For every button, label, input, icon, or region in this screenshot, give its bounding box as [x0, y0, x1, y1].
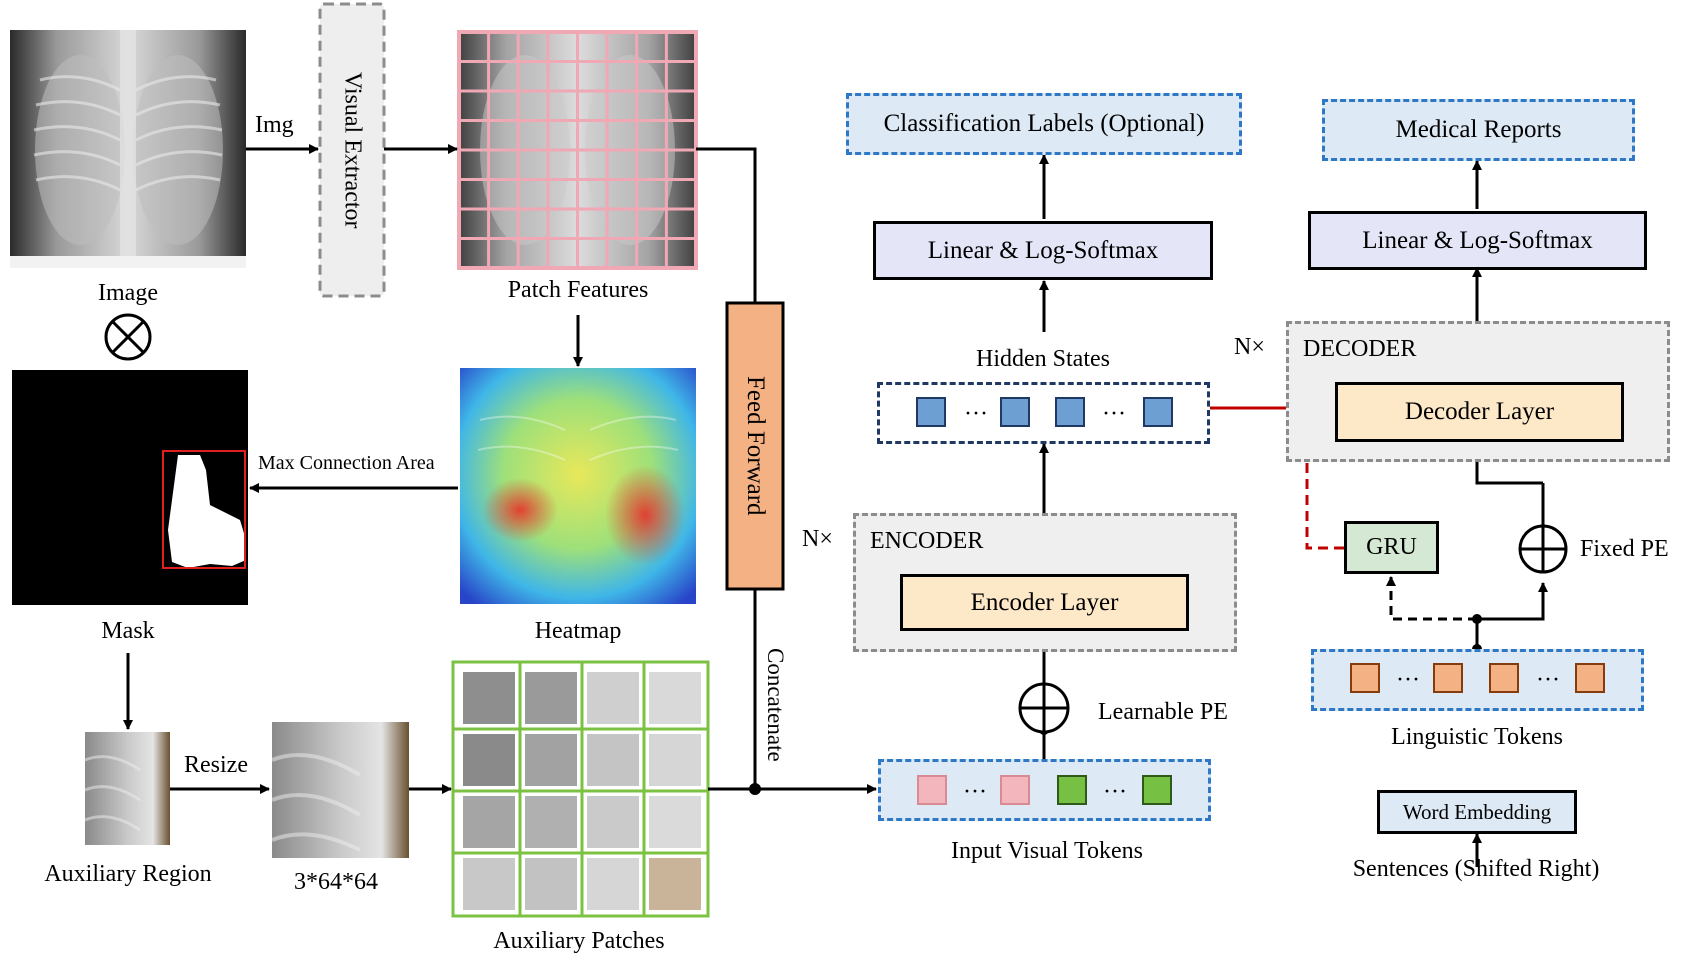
multiply-symbol — [104, 313, 152, 361]
feed-forward-box — [725, 301, 785, 591]
learnable-pe-symbol — [1018, 682, 1070, 734]
encoder-repeat-label: N× — [802, 526, 833, 552]
decoder-layer-box: Decoder Layer — [1335, 382, 1624, 442]
input-visual-tokens-label: Input Visual Tokens — [951, 838, 1143, 864]
ellipsis-glyph: ··· — [963, 779, 987, 805]
linguistic-tokens-row: ··· ··· — [1311, 649, 1644, 711]
linguistic-tokens-label: Linguistic Tokens — [1391, 724, 1563, 750]
image-label: Image — [98, 280, 158, 306]
encoder-title: ENCODER — [870, 528, 984, 554]
hidden-states-label: Hidden States — [976, 346, 1110, 372]
concatenate-label: Concatenate — [763, 648, 788, 762]
img-arrow-label: Img — [255, 112, 294, 138]
hidden-token — [916, 397, 946, 427]
auxiliary-patches-label: Auxiliary Patches — [493, 928, 665, 954]
decoder-repeat-label: N× — [1234, 334, 1265, 360]
linguistic-token — [1433, 663, 1463, 693]
patch-features-label: Patch Features — [507, 277, 649, 303]
sentences-label: Sentences (Shifted Right) — [1352, 856, 1600, 882]
patches-to-feedforward-line — [696, 147, 757, 303]
linguistic-token-strip: ··· ··· — [1350, 663, 1605, 693]
gru-box: GRU — [1344, 521, 1439, 574]
tokens-to-gru-arrow — [1386, 576, 1477, 621]
input-token-strip: ··· ··· — [917, 775, 1172, 805]
resize-label: Resize — [184, 752, 248, 778]
fixed-pe-symbol — [1518, 524, 1568, 574]
chest-xray-image — [10, 30, 246, 268]
decoder-title: DECODER — [1303, 336, 1417, 362]
heatmap-image — [460, 368, 696, 604]
hidden-token — [1055, 397, 1085, 427]
decoder-linear-softmax-text: Linear & Log-Softmax — [1362, 226, 1593, 254]
visual-extractor-box — [318, 2, 386, 298]
ellipsis-glyph: ··· — [1103, 779, 1127, 805]
linguistic-token — [1575, 663, 1605, 693]
auxiliary-token — [1142, 775, 1172, 805]
learnable-pe-label: Learnable PE — [1098, 699, 1228, 725]
decoder-layer-text: Decoder Layer — [1404, 398, 1555, 425]
auxiliary-region-image — [85, 732, 170, 845]
resized-size-label: 3*64*64 — [294, 869, 378, 895]
word-embedding-text: Word Embedding — [1402, 799, 1552, 824]
auxiliary-token — [1057, 775, 1087, 805]
hidden-token — [1143, 397, 1173, 427]
medical-reports-box: Medical Reports — [1322, 99, 1635, 161]
hidden-token — [1000, 397, 1030, 427]
medical-reports-text: Medical Reports — [1395, 116, 1562, 143]
encoder-linear-softmax-text: Linear & Log-Softmax — [927, 236, 1159, 264]
encoder-linear-softmax-box: Linear & Log-Softmax — [873, 221, 1213, 280]
classification-labels-box: Classification Labels (Optional) — [846, 93, 1242, 155]
mask-label: Mask — [101, 618, 155, 644]
word-embedding-box: Word Embedding — [1377, 790, 1577, 834]
classification-labels-text: Classification Labels (Optional) — [883, 110, 1205, 137]
visual-extractor-label: Visual Extractor — [339, 71, 366, 229]
hidden-token-strip: ··· ··· — [916, 397, 1173, 427]
tokens-to-fixedpe-arrow — [1477, 582, 1548, 621]
fixed-pe-label: Fixed PE — [1580, 536, 1669, 562]
auxiliary-region-label: Auxiliary Region — [44, 861, 212, 887]
gru-text: GRU — [1366, 534, 1417, 560]
resized-region-image — [272, 722, 409, 858]
heatmap-label: Heatmap — [534, 618, 622, 644]
patch-features-image — [457, 30, 698, 270]
max-connection-area-label: Max Connection Area — [258, 452, 435, 474]
decoder-linear-softmax-box: Linear & Log-Softmax — [1308, 211, 1647, 270]
mask-image — [12, 370, 248, 605]
auxiliary-patches-grid — [451, 660, 710, 918]
encoder-layer-box: Encoder Layer — [900, 574, 1189, 631]
visual-token — [917, 775, 947, 805]
feed-forward-label: Feed Forward — [742, 376, 769, 516]
hidden-states-row: ··· ··· — [877, 382, 1210, 444]
linguistic-token — [1489, 663, 1519, 693]
encoder-layer-text: Encoder Layer — [970, 588, 1119, 616]
ellipsis-glyph: ··· — [964, 401, 988, 427]
ellipsis-glyph: ··· — [1102, 401, 1126, 427]
input-visual-tokens-row: ··· ··· — [878, 759, 1211, 821]
concat-junction-dot — [749, 783, 761, 795]
ellipsis-glyph: ··· — [1536, 667, 1560, 693]
linguistic-token — [1350, 663, 1380, 693]
visual-token — [1000, 775, 1030, 805]
ellipsis-glyph: ··· — [1396, 667, 1420, 693]
gru-to-decoder-link — [1305, 416, 1344, 550]
